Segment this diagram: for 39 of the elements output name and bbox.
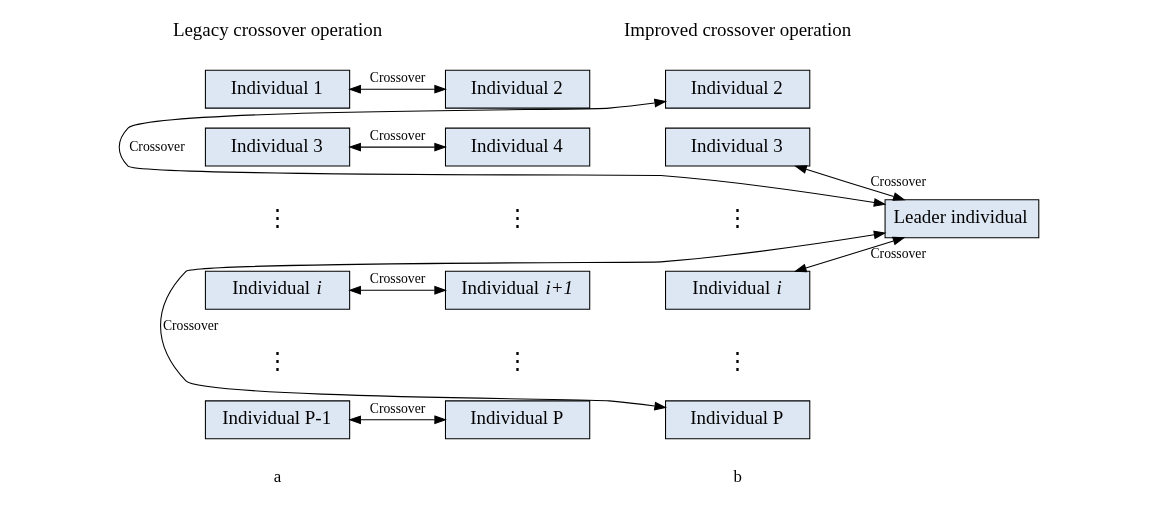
node-box: Individual i (204, 270, 351, 310)
node-box: Individual P (444, 400, 591, 440)
arrow (793, 236, 906, 273)
arrow (348, 84, 447, 94)
node-box: Individual 3 (665, 127, 811, 167)
label: ⋮ (726, 203, 750, 230)
node-box: Individual 2 (665, 69, 811, 109)
label: Legacy crossover operation (172, 18, 383, 40)
label: Improved crossover operation (624, 18, 852, 40)
label: a (273, 466, 282, 486)
node-box: Individual P-1 (204, 400, 351, 440)
node-box: Individual i+1 (444, 270, 591, 310)
arrow (118, 98, 887, 207)
edge-label: Crossover (369, 128, 426, 144)
label: b (733, 466, 742, 486)
node-box: Leader individual (884, 199, 1040, 239)
node-box: Individual 4 (444, 127, 591, 167)
node-box: Individual 3 (204, 127, 351, 167)
arrow (348, 142, 447, 152)
node-box: Individual 1 (204, 69, 351, 109)
edge-label: Crossover (369, 70, 426, 86)
arrow (794, 165, 906, 201)
edge-label: Crossover (369, 400, 426, 416)
arrow (160, 230, 887, 411)
edge-label: Crossover (162, 317, 219, 333)
arrow (348, 285, 447, 295)
label: ⋮ (506, 346, 530, 373)
edge-label: Crossover (870, 246, 926, 262)
label: ⋮ (506, 203, 530, 230)
label: ⋮ (266, 346, 290, 373)
label: ⋮ (266, 203, 290, 230)
node-box: Individual P (665, 400, 811, 440)
node-box: Individual 2 (444, 69, 591, 109)
label: ⋮ (726, 346, 750, 373)
node-box: Individual i (665, 270, 811, 310)
edge-label: Crossover (870, 174, 926, 190)
arrow (348, 415, 447, 425)
edge-label: Crossover (129, 138, 185, 154)
edge-label: Crossover (369, 271, 426, 287)
